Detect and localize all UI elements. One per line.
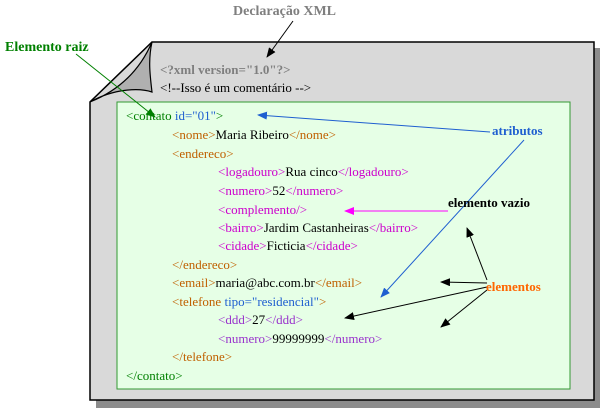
arrow-elementos-email	[440, 278, 488, 287]
tag-contato-open: <contato	[126, 108, 172, 123]
tag-ddd-open: <ddd>	[218, 312, 253, 327]
tag-cidade-open: <cidade>	[218, 238, 267, 253]
line-contato-open: <contato id="01">	[126, 108, 223, 124]
tag-nome-open: <nome>	[172, 127, 216, 142]
tag-contato-bracket: >	[215, 108, 224, 123]
label-elemento-vazio: elemento vazio	[448, 195, 530, 210]
label-elementos: elementos	[486, 279, 541, 294]
tag-numero-close: </numero>	[285, 183, 344, 198]
line-nome: <nome>Maria Ribeiro</nome>	[172, 127, 336, 143]
attr-id: id="01"	[174, 108, 216, 123]
arrow-atributos-id	[257, 111, 491, 133]
line-endereco-close: </endereco>	[172, 257, 237, 273]
value-ddd: 27	[252, 312, 266, 327]
label-declaracao-xml: Declaração XML	[233, 4, 337, 19]
code-area	[116, 101, 571, 390]
arrow-declaracao	[266, 20, 294, 58]
label-elemento-raiz: Elemento raiz	[5, 40, 89, 55]
tag-telefone-close: </telefone>	[172, 349, 233, 364]
xml-declaration: <?xml version="1.0"?>	[160, 62, 291, 77]
tag-logadouro-close: </logadouro>	[337, 164, 409, 179]
value-email: maria@abc.com.br	[215, 275, 315, 290]
value-logadouro: Rua cinco	[285, 164, 338, 179]
line-email: <email>maria@abc.com.br</email>	[172, 275, 362, 291]
line-bairro: <bairro>Jardim Castanheiras</bairro>	[218, 220, 418, 236]
value-numero-telefone: 99999999	[272, 331, 325, 346]
tag-complemento: <complemento/>	[218, 202, 308, 217]
arrow-elementos-ddd	[344, 286, 488, 320]
arrow-elemento-raiz	[75, 53, 156, 118]
tag-ddd-close: </ddd>	[265, 312, 303, 327]
line-logadouro: <logadouro>Rua cinco</logadouro>	[218, 164, 409, 180]
value-cidade: Ficticia	[266, 238, 306, 253]
value-bairro: Jardim Castanheiras	[263, 220, 369, 235]
tag-endereco-close: </endereco>	[172, 257, 238, 272]
tag-contato-close: </contato>	[126, 368, 183, 383]
tag-bairro-close: </bairro>	[368, 220, 419, 235]
tag-numero2-close: </numero>	[324, 331, 383, 346]
attr-tipo: tipo="residencial"	[224, 294, 319, 309]
tag-logadouro-open: <logadouro>	[218, 164, 286, 179]
tag-cidade-close: </cidade>	[305, 238, 358, 253]
line-complemento: <complemento/>	[218, 202, 307, 218]
tag-numero2-open: <numero>	[218, 331, 273, 346]
tag-email-open: <email>	[172, 275, 216, 290]
line-endereco-open: <endereco>	[172, 146, 234, 162]
line-cidade: <cidade>Ficticia</cidade>	[218, 238, 358, 254]
line-numero: <numero>52</numero>	[218, 183, 343, 199]
tag-telefone-bracket: >	[318, 294, 327, 309]
tag-email-close: </email>	[314, 275, 363, 290]
tag-nome-close: </nome>	[288, 127, 337, 142]
line-contato-close: </contato>	[126, 368, 183, 384]
arrow-elementos-numero	[440, 289, 488, 328]
line-ddd: <ddd>27</ddd>	[218, 312, 303, 328]
line-numero-telefone: <numero>99999999</numero>	[218, 331, 382, 347]
label-atributos: atributos	[492, 123, 543, 138]
line-telefone-open: <telefone tipo="residencial">	[172, 294, 326, 310]
tag-endereco-open: <endereco>	[172, 146, 234, 161]
xml-comment: <!--Isso é um comentário -->	[160, 80, 312, 95]
tag-telefone-open: <telefone	[172, 294, 222, 309]
value-nome: Maria Ribeiro	[215, 127, 289, 142]
line-telefone-close: </telefone>	[172, 349, 232, 365]
page-fold	[89, 41, 153, 103]
arrow-elementos-bairro	[466, 227, 488, 281]
tag-bairro-open: <bairro>	[218, 220, 264, 235]
tag-numero-open: <numero>	[218, 183, 273, 198]
arrow-atributos-tipo	[380, 139, 525, 298]
value-numero: 52	[272, 183, 286, 198]
